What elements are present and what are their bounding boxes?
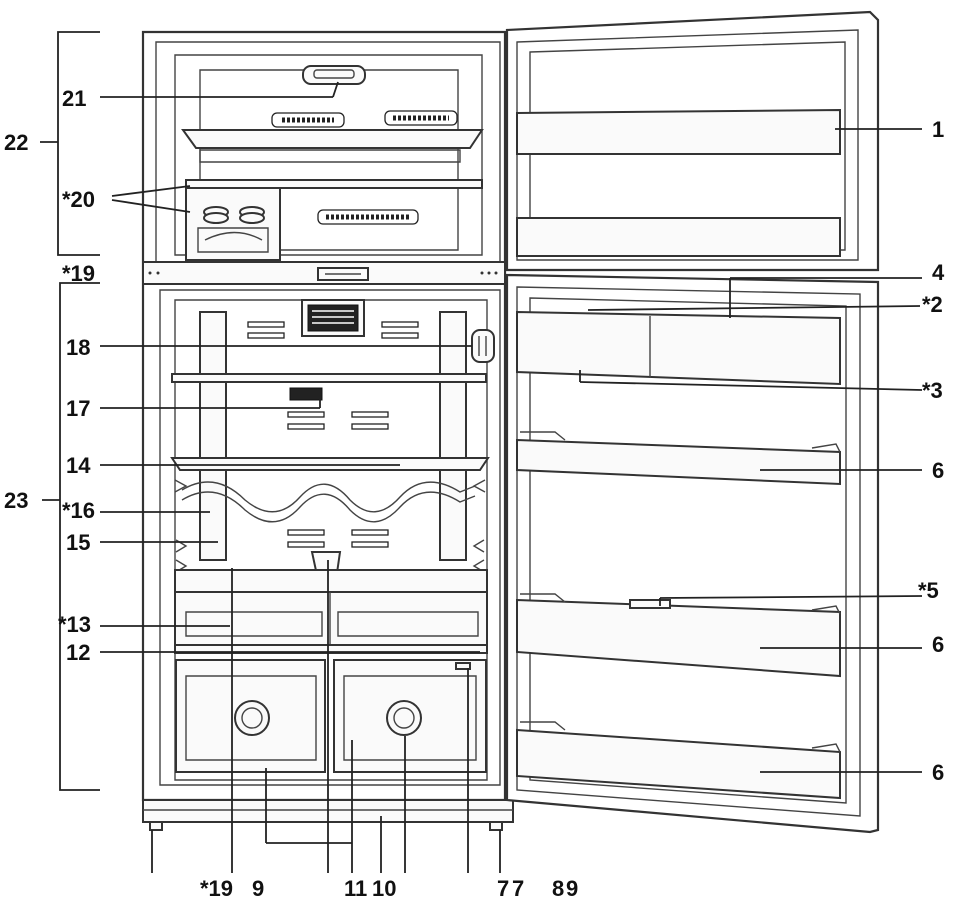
label-9: 9: [252, 876, 264, 901]
label-1: 1: [932, 117, 944, 142]
label-15: 15: [66, 530, 90, 555]
door: [505, 10, 880, 834]
glass-shelf: [170, 457, 490, 471]
crisper-cover: [174, 591, 488, 646]
label-18: 18: [66, 335, 90, 360]
leader-lines: [40, 31, 923, 873]
label-14: 14: [66, 453, 91, 478]
fridge-shelf-upper: [171, 373, 487, 383]
label-12: 12: [66, 640, 90, 665]
label-8: 8: [552, 876, 564, 901]
door-bin-2: [516, 598, 841, 678]
label-10: 10: [372, 876, 396, 901]
freezer-door-bin-lower: [516, 217, 841, 257]
label-2: *2: [922, 292, 943, 317]
label-22: 22: [4, 130, 28, 155]
label-19-bottom: *19: [200, 876, 233, 901]
wine-rack: [181, 481, 476, 513]
freezer-compartment: [181, 65, 484, 261]
callout-labels: 21 22 *20 *19 18 17 14 23 *16 15 *13 12 …: [4, 86, 945, 901]
fridge-compartment: [170, 299, 495, 773]
label-5: *5: [918, 578, 939, 603]
label-6b: 6: [932, 632, 944, 657]
label-4: 4: [932, 260, 945, 285]
label-19-top: *19: [62, 261, 95, 286]
crisper-shelf: [174, 644, 488, 654]
lamp-cover: [289, 387, 323, 401]
label-21: 21: [62, 86, 86, 111]
dairy-compartment: [516, 310, 841, 386]
label-16: *16: [62, 498, 95, 523]
door-bin-1: [516, 438, 841, 486]
label-7b: 7: [512, 876, 524, 901]
label-17: 17: [66, 396, 90, 421]
label-23: 23: [4, 488, 28, 513]
label-11: 11: [344, 876, 367, 901]
freezer-lamp: [302, 65, 366, 85]
label-3: *3: [922, 378, 943, 403]
label-20: *20: [62, 187, 95, 212]
label-6a: 6: [932, 458, 944, 483]
ice-tray: [185, 187, 281, 261]
freezer-shelf: [181, 129, 484, 149]
temperature-knob: [471, 329, 495, 363]
label-6c: 6: [932, 760, 944, 785]
door-bin-3: [516, 728, 841, 800]
label-13: *13: [58, 612, 91, 637]
freezer-door-bin-upper: [516, 108, 841, 155]
label-7a: 7: [497, 876, 509, 901]
label-9b: 9: [566, 876, 578, 901]
